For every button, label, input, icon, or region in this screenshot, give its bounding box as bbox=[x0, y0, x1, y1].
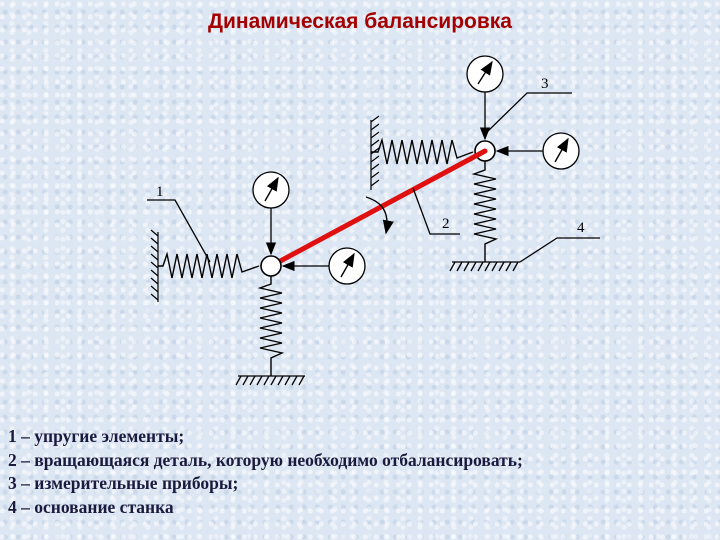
spring-vertical-left bbox=[257, 276, 285, 376]
rotation-arrow bbox=[365, 196, 394, 235]
balancing-diagram: 3 1 2 4 bbox=[147, 55, 600, 386]
label-1: 1 bbox=[156, 184, 164, 200]
legend-item-2: 2 – вращающаяся деталь, которую необходи… bbox=[8, 449, 523, 470]
label-4: 4 bbox=[577, 220, 585, 236]
spring-horizontal-left bbox=[158, 251, 260, 279]
gauge-left-top bbox=[252, 171, 290, 256]
leader-4 bbox=[519, 237, 600, 263]
leader-2 bbox=[412, 187, 460, 235]
legend-item-1: 1 – упругие элементы; bbox=[8, 426, 185, 446]
wall-left-top bbox=[370, 115, 380, 190]
page-title: Динамическая балансировка bbox=[208, 10, 512, 33]
base-left bbox=[235, 375, 305, 386]
gauge-left-right bbox=[281, 247, 366, 285]
gauge-top bbox=[466, 55, 504, 141]
gauge-right bbox=[495, 132, 580, 170]
spring-horizontal-right bbox=[371, 137, 474, 165]
legend-item-4: 4 – основание станка bbox=[8, 496, 174, 517]
legend: 1 – упругие элементы; 2 – вращающаяся де… bbox=[8, 425, 523, 519]
leader-1 bbox=[147, 199, 211, 263]
label-2: 2 bbox=[442, 216, 450, 232]
wall-left-bottom bbox=[150, 229, 159, 302]
base-right bbox=[449, 261, 520, 272]
spring-vertical-right bbox=[471, 161, 499, 262]
legend-item-3: 3 – измерительные приборы; bbox=[8, 473, 239, 493]
leader-3 bbox=[486, 92, 572, 133]
label-3: 3 bbox=[541, 76, 549, 92]
rotor-shaft bbox=[268, 148, 488, 269]
bearing-left bbox=[260, 255, 282, 277]
